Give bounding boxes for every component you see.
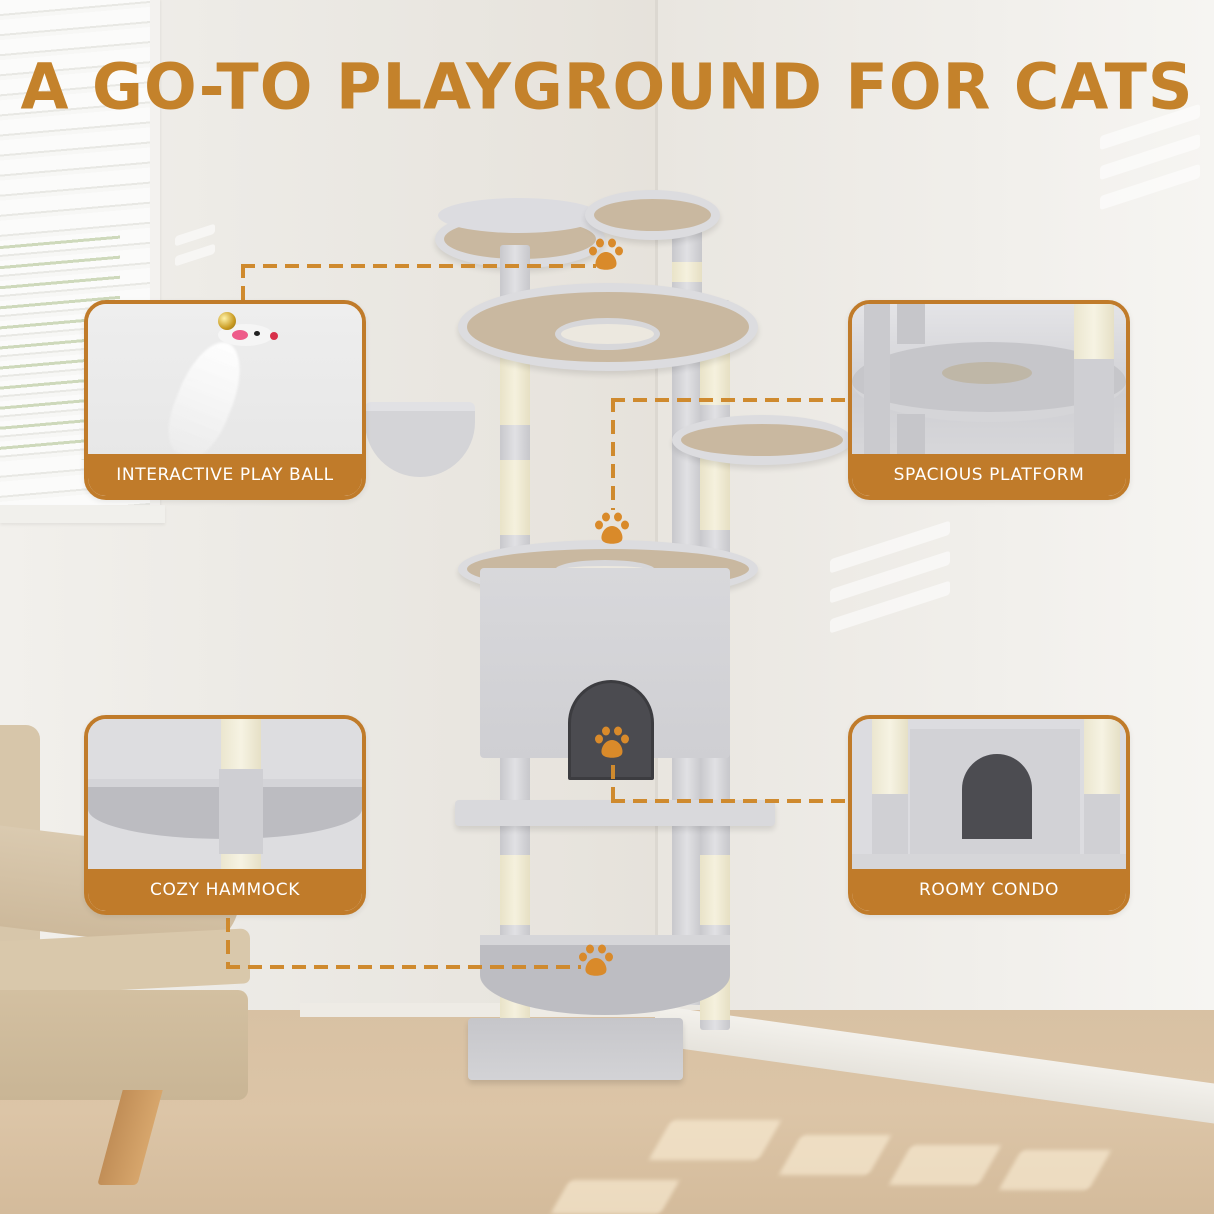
sisal-wrap [500, 855, 530, 925]
play-ball-photo [88, 304, 362, 465]
post [1074, 359, 1114, 456]
connector-hammock-h [226, 965, 581, 969]
post [897, 304, 925, 344]
hammock-photo [88, 719, 362, 871]
callout-spacious-platform: SPACIOUS PLATFORM [848, 300, 1130, 500]
platform-photo [852, 304, 1126, 456]
post [864, 304, 890, 454]
connector-platform-h [611, 398, 851, 402]
sisal-post [872, 719, 908, 794]
wall-corner [655, 0, 658, 1000]
mouse-toy-eye [254, 331, 260, 336]
post-fur [1084, 794, 1120, 859]
mouse-toy-ear [232, 330, 248, 340]
sisal-wrap [700, 855, 730, 925]
basket-perch [365, 402, 475, 477]
connector-play-ball-h [241, 264, 596, 268]
top-perch-right [585, 190, 720, 240]
condo-door [568, 680, 654, 780]
post-fur [219, 769, 263, 854]
feather-icon [157, 333, 254, 465]
window-frame [150, 0, 160, 520]
condo-door [962, 754, 1032, 839]
paw-icon [589, 238, 623, 270]
platform-hole [942, 362, 1032, 384]
paw-icon [579, 944, 613, 976]
post-fur [872, 794, 908, 859]
sisal-wrap [500, 460, 530, 535]
callout-interactive-play-ball: INTERACTIVE PLAY BALL [84, 300, 366, 500]
connector-condo-v [611, 765, 615, 800]
condo-shelf [852, 854, 1126, 871]
side-perch [672, 415, 852, 465]
connector-platform-v [611, 398, 615, 510]
callout-label: COZY HAMMOCK [88, 869, 362, 911]
callout-label: INTERACTIVE PLAY BALL [88, 454, 362, 496]
post [897, 414, 925, 456]
callout-label: ROOMY CONDO [852, 869, 1126, 911]
page-title: A GO-TO PLAYGROUND FOR CATS [20, 49, 1194, 124]
sisal-wrap [700, 455, 730, 530]
mouse-toy-nose [270, 332, 278, 340]
sisal-wrap [672, 262, 702, 282]
base-plate [468, 1018, 683, 1080]
callout-cozy-hammock: COZY HAMMOCK [84, 715, 366, 915]
connector-hammock-v [226, 918, 230, 966]
connector-play-ball-v [241, 264, 245, 304]
platform-hole [555, 318, 660, 350]
paw-icon [595, 726, 629, 758]
ring-platform [458, 283, 758, 371]
sisal-post [1074, 304, 1114, 359]
paw-icon [595, 512, 629, 544]
sofa-base [0, 990, 248, 1100]
sisal-post [1084, 719, 1120, 794]
window-sill [0, 505, 165, 523]
perch-rim [438, 198, 600, 233]
bell-icon [218, 312, 236, 330]
callout-roomy-condo: ROOMY CONDO [848, 715, 1130, 915]
connector-condo-h [611, 799, 851, 803]
condo-shelf [455, 800, 775, 826]
condo-photo [852, 719, 1126, 871]
callout-label: SPACIOUS PLATFORM [852, 454, 1126, 496]
